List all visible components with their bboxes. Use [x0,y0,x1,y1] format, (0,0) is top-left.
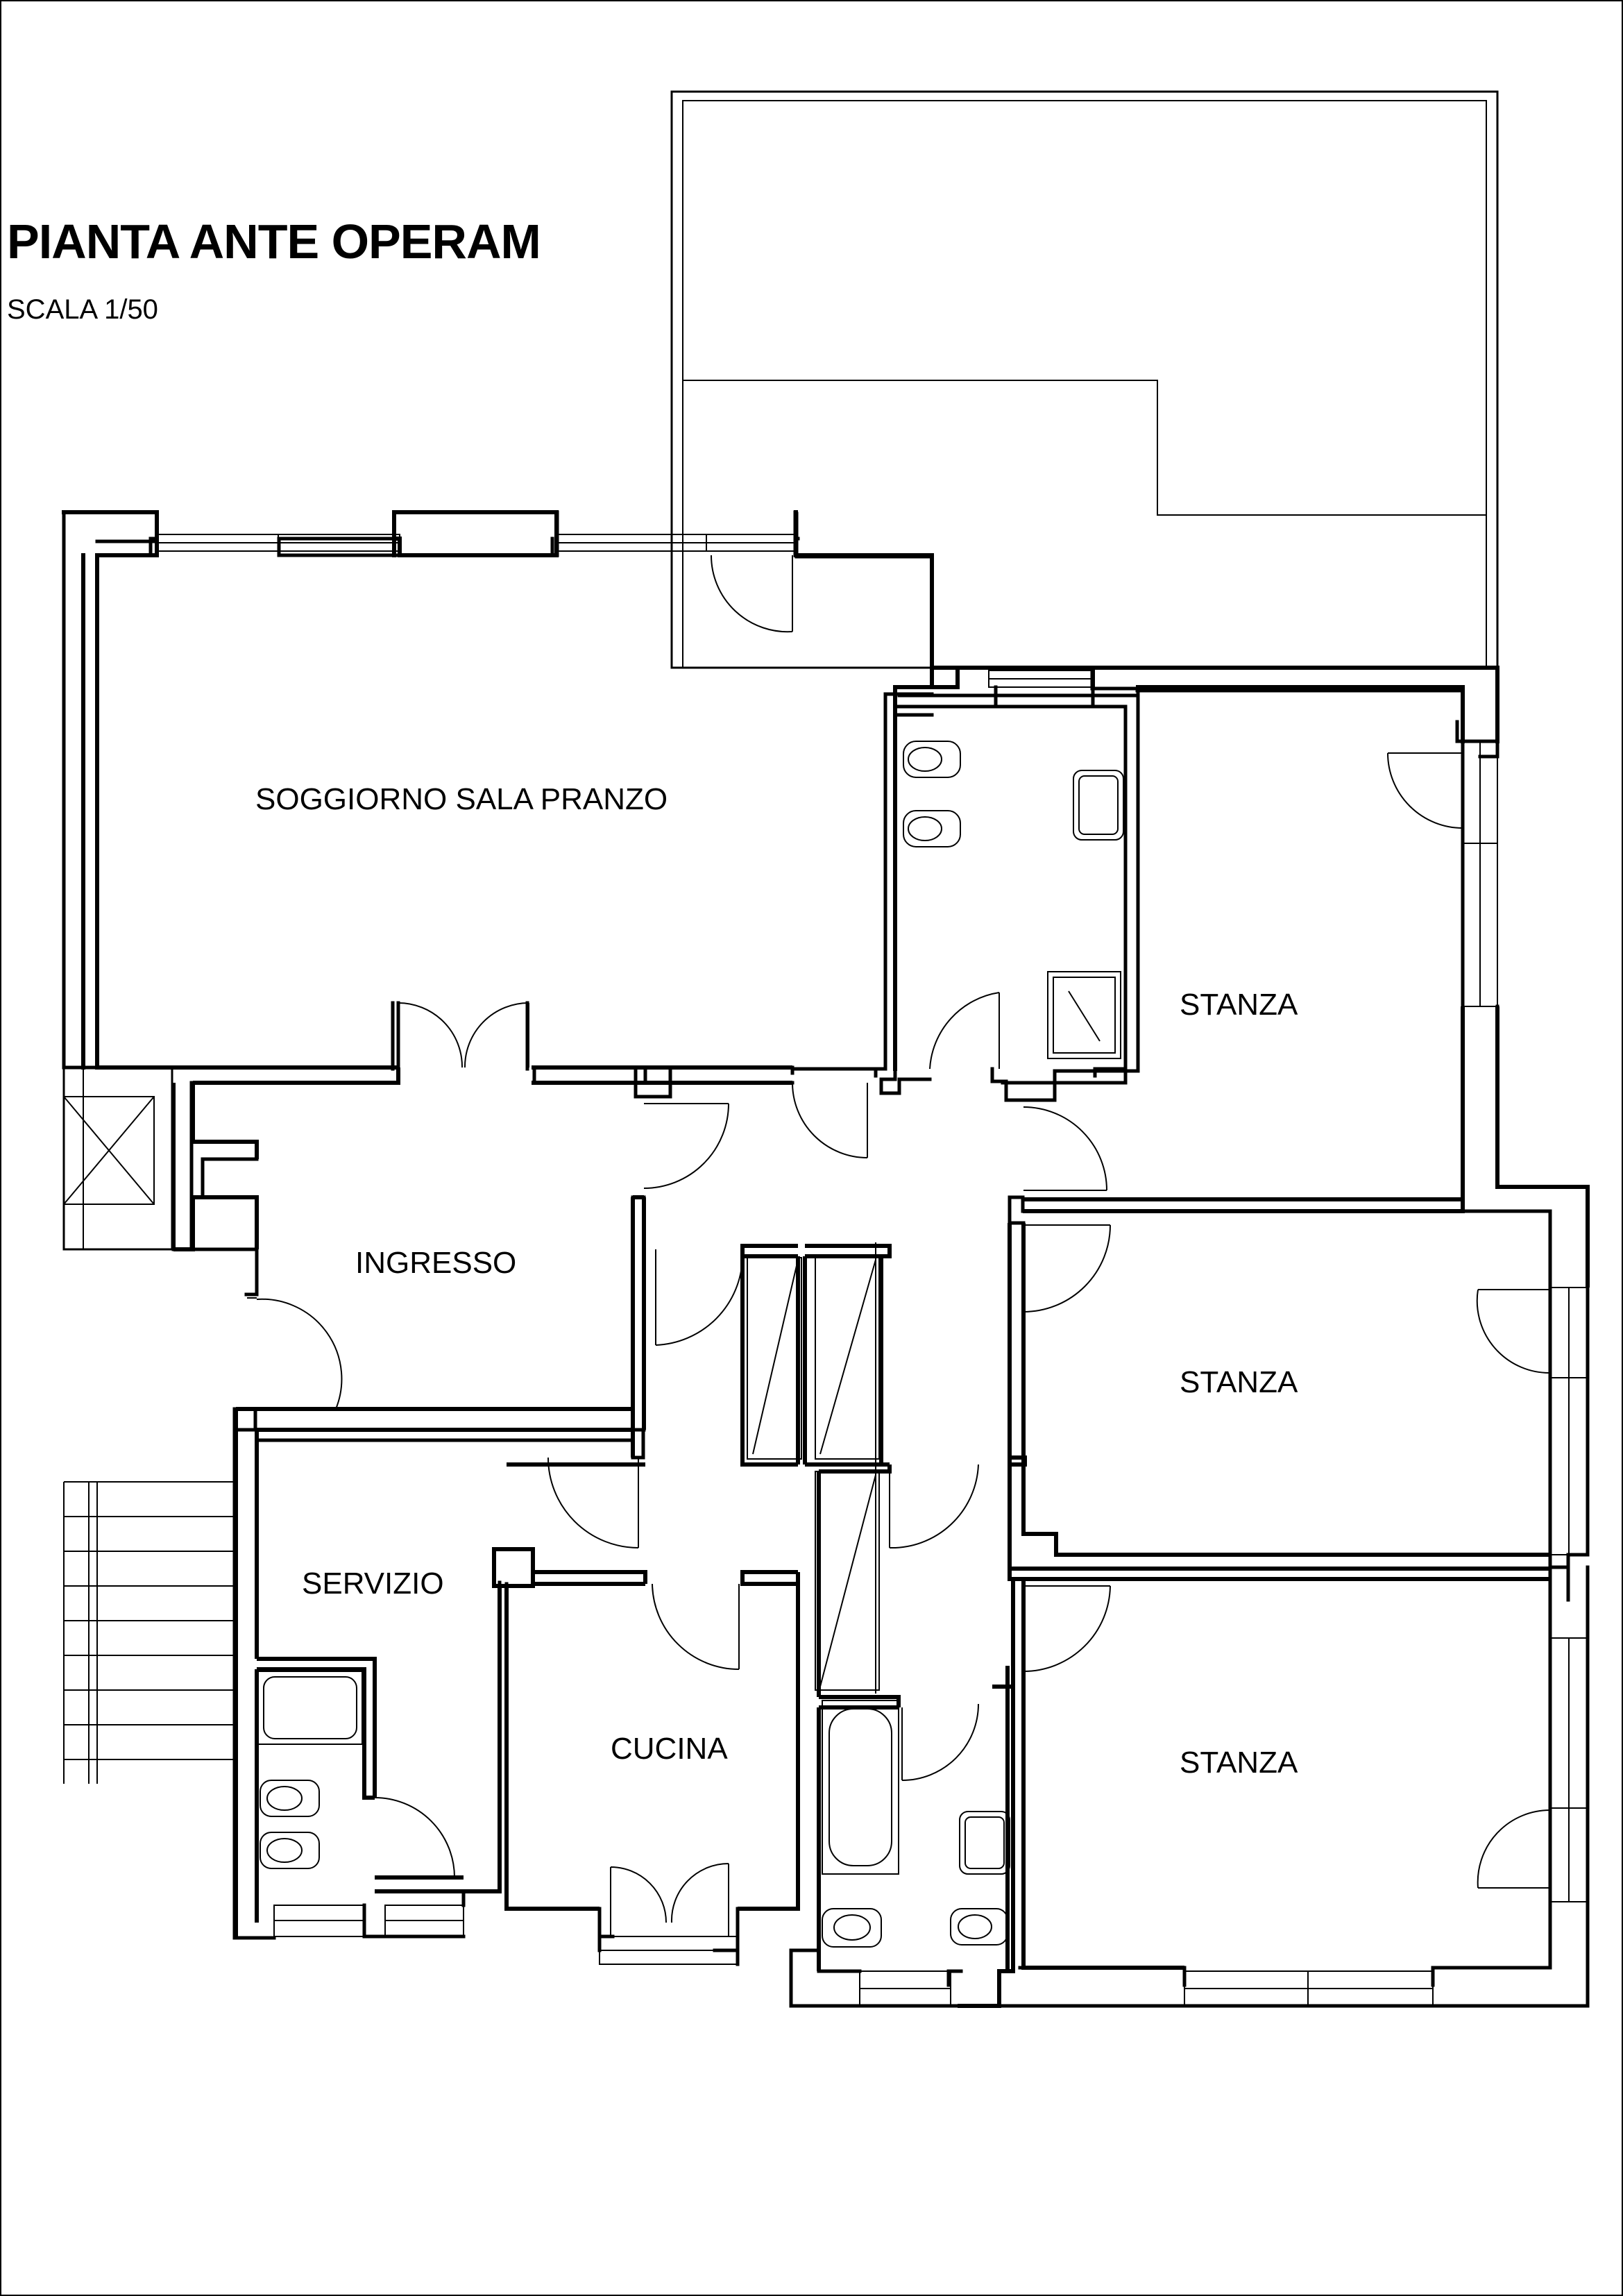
door-bath1 [929,992,1000,1070]
window-bedroom-3-bottom [1184,1970,1434,2007]
door-living-double-left [398,1002,464,1068]
window-living-2 [556,534,797,552]
door-entrance [247,1297,343,1410]
door-bath2 [901,1703,979,1781]
exterior-walls [62,510,1590,2008]
doors [247,555,1551,1936]
door-bedroom2-balcony [1476,1289,1551,1374]
walls-clear [64,510,1590,2008]
windows [156,534,1588,2007]
door-bedroom3-balcony [1477,1809,1551,1889]
bidet-service [260,1780,320,1817]
window-bath-1 [988,670,1094,688]
wc-service [260,1832,320,1869]
room-label-bedroom-1: STANZA [1180,988,1298,1022]
sink-bath2 [959,1811,1010,1875]
shower-bath1 [1047,971,1121,1059]
door-service-bath [374,1797,455,1878]
door-kitchen-window-left [610,1866,667,1936]
door-kitchen [652,1583,740,1670]
wc-bath1 [903,810,961,847]
door-kitchen-window-right [670,1863,729,1936]
bathtub-service [257,1671,363,1745]
window-bedroom-3 [1549,1637,1588,1902]
window-bedroom-2 [1549,1287,1588,1555]
room-label-service: SERVIZIO [302,1567,444,1601]
terrace [670,90,1499,669]
exterior-stairs [63,1481,235,1784]
door-service [547,1457,639,1548]
door-living-exterior [710,555,793,633]
drawing-title: PIANTA ANTE OPERAM [7,214,541,269]
interior-walls [81,553,1482,1225]
room-label-entrance: INGRESSO [355,1246,516,1280]
wardrobes [747,1242,880,1694]
window-bedroom-1 [1462,741,1498,1007]
window-bath-2 [859,1970,951,2007]
window-kitchen [599,1936,739,1965]
bidet-bath2 [950,1908,1008,1945]
room-label-living: SOGGIORNO SALA PRANZO [255,782,668,816]
door-corridor-lower [889,1464,979,1549]
wc-bath2 [822,1908,882,1948]
lift-shaft [63,1096,155,1205]
door-ingresso-corridor-2 [655,1249,743,1346]
door-bedroom3 [1023,1585,1111,1672]
door-bedroom1 [1023,1106,1107,1191]
room-label-bedroom-3: STANZA [1180,1746,1298,1780]
drawing-scale: SCALA 1/50 [7,294,158,325]
fixtures [257,741,1124,1948]
door-bedroom2 [1023,1224,1111,1312]
room-label-kitchen: CUCINA [611,1732,728,1766]
window-service [273,1905,464,1937]
room-label-bedroom-2: STANZA [1180,1365,1298,1399]
door-bedroom1-balcony [1387,752,1463,829]
sink-bath1 [1073,770,1124,841]
door-living-corridor [792,1082,868,1158]
door-ingresso-corridor-1 [643,1103,729,1189]
bidet-bath1 [903,741,961,778]
bathtub-bath2 [822,1700,899,1875]
door-living-double-right [464,1002,529,1068]
